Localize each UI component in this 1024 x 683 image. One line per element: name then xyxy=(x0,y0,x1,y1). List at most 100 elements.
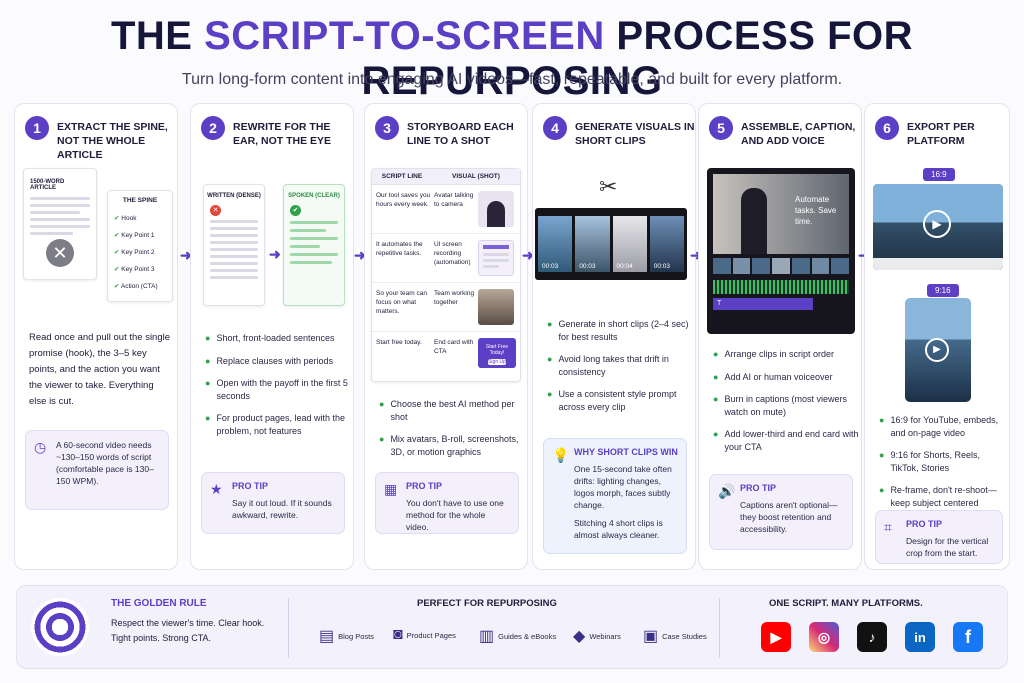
step-heading: STORYBOARD EACH LINE TO A SHOT xyxy=(407,121,514,147)
check-icon: ● xyxy=(205,333,211,343)
spine-item: Key Point 3 xyxy=(121,266,155,273)
play-icon[interactable]: ▶ xyxy=(925,338,949,362)
use-label: Case Studies xyxy=(662,631,707,641)
star-icon: ★ xyxy=(210,481,223,497)
youtube-icon[interactable]: ▶ xyxy=(761,622,791,652)
check-icon: ✔ xyxy=(114,283,121,290)
use-webinars: ◆Webinars xyxy=(573,626,621,646)
spoken-label: SPOKEN (CLEAR) xyxy=(288,193,340,199)
endcard-thumbnail: Start Free Today! Sign Up xyxy=(478,338,516,368)
step-heading: GENERATE VISUALS IN SHORT CLIPS xyxy=(575,121,695,147)
note-text: A 60-second video needs ~130–150 words o… xyxy=(56,440,154,486)
spine-list: ✔ Hook ✔ Key Point 1 ✔ Key Point 2 ✔ Key… xyxy=(114,210,166,295)
video-editor: Automate tasks. Save time. T xyxy=(707,168,855,334)
doc-label: 1500-WORD ARTICLE xyxy=(30,179,65,191)
check-icon: ✔ xyxy=(114,266,122,273)
bullet-text: Add AI or human voiceover xyxy=(724,371,833,382)
column-header: VISUAL (SHOT) xyxy=(452,173,500,180)
visual-cell: Team working together xyxy=(434,290,475,306)
step-number: 6 xyxy=(875,116,899,140)
team-thumbnail xyxy=(478,289,514,325)
filmstrip: 00:03 00:03 00:04 00:03 xyxy=(535,208,687,280)
check-icon: ● xyxy=(547,354,553,364)
step-number: 4 xyxy=(543,116,567,140)
script-cell: It automates the repetitive tasks. xyxy=(376,241,423,257)
target-icon xyxy=(31,598,89,656)
why-title: WHY SHORT CLIPS WIN xyxy=(574,447,678,457)
clapperboard-icon: ▦ xyxy=(384,481,398,497)
endcard-button: Sign Up xyxy=(488,359,506,365)
facebook-icon[interactable]: f xyxy=(953,622,983,652)
portrait-video[interactable]: ▶ xyxy=(905,298,971,402)
tip-title: PRO TIP xyxy=(740,483,777,493)
use-label: Guides & eBooks xyxy=(498,631,557,641)
bullet-text: Replace clauses with periods xyxy=(216,355,333,366)
clip-thumbnail: 00:03 xyxy=(575,216,610,272)
clock-icon: ◷ xyxy=(34,439,47,455)
script-cell: Start free today. xyxy=(376,339,422,346)
check-icon: ✔ xyxy=(114,232,122,239)
check-icon: ● xyxy=(879,415,885,425)
play-icon[interactable]: ▶ xyxy=(923,210,951,238)
use-label: Blog Posts xyxy=(338,631,374,641)
check-icon: ✔ xyxy=(114,215,122,222)
endcard-text: Start Free Today! xyxy=(485,344,509,356)
spine-item: Key Point 1 xyxy=(121,232,155,239)
use-blog-posts: ▤Blog Posts xyxy=(319,626,374,646)
crop-icon: ⌗ xyxy=(884,519,892,535)
bullet-text: 16:9 for YouTube, embeds, and on-page vi… xyxy=(890,415,999,438)
spine-card: THE SPINE ✔ Hook ✔ Key Point 1 ✔ Key Poi… xyxy=(107,190,173,302)
tip-title: PRO TIP xyxy=(406,481,443,491)
clip-track xyxy=(713,258,850,274)
step-4-card: 4 GENERATE VISUALS IN SHORT CLIPS ✂ 00:0… xyxy=(532,103,696,570)
bullet-text: Choose the best AI method per shot xyxy=(390,399,515,422)
pro-tip: ▦ PRO TIP You don't have to use one meth… xyxy=(375,472,519,534)
check-icon: ● xyxy=(713,429,719,439)
arrow-icon: ➜ xyxy=(180,247,192,263)
table-row: Start free today. End card with CTA Star… xyxy=(372,332,520,381)
bullet-text: For product pages, lead with the problem… xyxy=(216,413,346,436)
audio-waveform xyxy=(713,280,849,294)
check-icon: ● xyxy=(205,355,211,366)
presenter-figure xyxy=(741,188,767,254)
step-1-card: 1 EXTRACT THE SPINE, NOT THE WHOLE ARTIC… xyxy=(14,103,178,570)
spine-item: Action (CTA) xyxy=(120,283,158,290)
tip-text: Say it out loud. If it sounds awkward, r… xyxy=(232,498,332,520)
ratio-badge: 16:9 xyxy=(923,168,955,181)
clip-time: 00:04 xyxy=(616,263,633,270)
clip-thumbnail: 00:03 xyxy=(649,216,684,272)
instagram-icon[interactable]: ◎ xyxy=(809,622,839,652)
player-controls[interactable] xyxy=(873,258,1003,270)
written-label: WRITTEN (DENSE) xyxy=(207,193,261,199)
landscape-video[interactable]: ▶ xyxy=(873,184,1003,270)
linkedin-icon[interactable]: in xyxy=(905,622,935,652)
bullet-text: Short, front-loaded sentences xyxy=(216,333,335,343)
check-icon: ● xyxy=(379,399,385,409)
clip-time: 00:03 xyxy=(542,263,559,270)
bullet-text: 9:16 for Shorts, Reels, TikTok, Stories xyxy=(890,450,980,473)
shopping-bag-icon: ◙ xyxy=(393,626,403,643)
step-number: 1 xyxy=(25,116,49,140)
spine-item: Hook xyxy=(121,215,137,222)
ratio-badge: 9:16 xyxy=(927,284,959,297)
step-6-card: 6 EXPORT PER PLATFORM 16:9 ▶ 9:16 ▶ ●16:… xyxy=(864,103,1010,570)
written-doc: WRITTEN (DENSE) ✕ xyxy=(203,184,265,306)
step-heading: REWRITE FOR THE EAR, NOT THE EYE xyxy=(233,121,332,147)
tiktok-icon[interactable]: ♪ xyxy=(857,622,887,652)
check-icon: ● xyxy=(547,389,553,399)
spoken-doc: SPOKEN (CLEAR) ✔ xyxy=(283,184,345,306)
bullet-text: Generate in short clips (2–4 sec) for be… xyxy=(558,319,689,342)
step-2-card: 2 REWRITE FOR THE EAR, NOT THE EYE WRITT… xyxy=(190,103,354,570)
bullet-list: ● Short, front-loaded sentences ● Replace … xyxy=(205,332,351,447)
clip-time: 00:03 xyxy=(579,263,596,270)
tip-text: Captions aren't optional—they boost rete… xyxy=(740,500,838,534)
tip-text: Design for the vertical crop from the st… xyxy=(906,536,989,558)
check-icon: ● xyxy=(205,378,211,388)
book-icon: ▥ xyxy=(479,628,495,645)
visual-cell: Avatar talking to camera xyxy=(434,192,474,208)
tip-title: PRO TIP xyxy=(232,481,269,491)
step-number: 5 xyxy=(709,116,733,140)
check-icon: ● xyxy=(879,485,885,495)
stat-note: ◷ A 60-second video needs ~130–150 words… xyxy=(25,430,169,510)
repurposing-title: PERFECT FOR REPURPOSING xyxy=(417,598,557,609)
